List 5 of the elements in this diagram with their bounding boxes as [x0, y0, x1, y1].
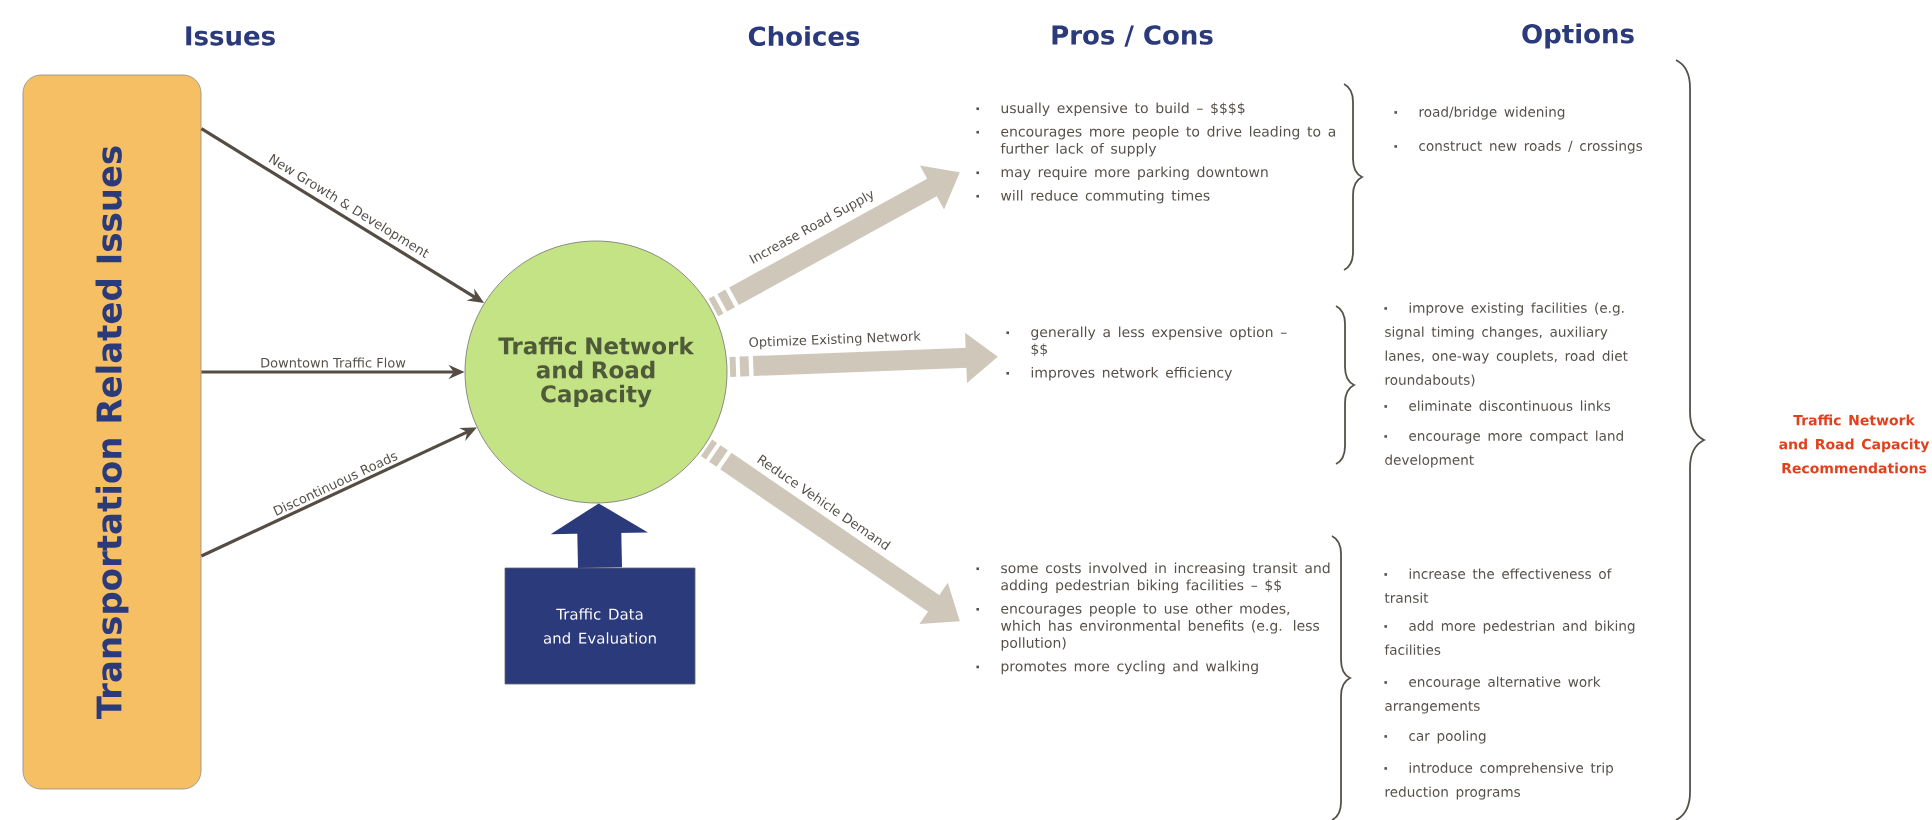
column-heading: Options: [1522, 23, 1634, 49]
column-heading: Choices: [748, 25, 860, 47]
column-heading: Issues: [186, 26, 275, 46]
column-heading: Pros / Cons: [1052, 25, 1213, 47]
issue-box: Transportation Related Issues: [22, 74, 202, 790]
